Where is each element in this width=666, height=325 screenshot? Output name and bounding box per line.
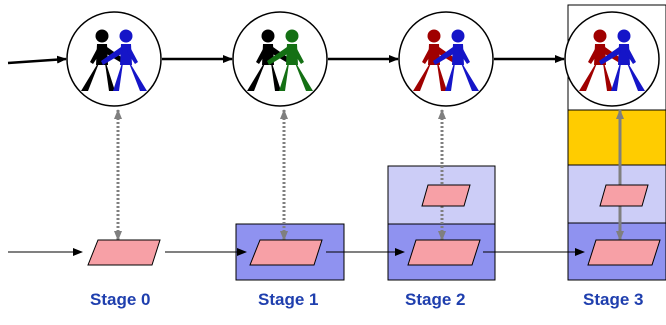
stage-label-0: Stage 0: [90, 290, 151, 309]
stage3-box-yellow: [567, 109, 666, 166]
stage3-upper-data-shape: [599, 184, 649, 207]
stage2-handshake-icon: [398, 11, 494, 107]
stage2-data-shape: [407, 239, 481, 266]
stage1-data-shape: [249, 239, 323, 266]
stage0-handshake-icon: [66, 11, 162, 107]
stage-label-3: Stage 3: [583, 290, 644, 309]
stage-label-2: Stage 2: [405, 290, 466, 309]
stage0-data-shape: [87, 239, 161, 266]
stage3-handshake-icon: [564, 11, 660, 107]
stage3-data-shape: [587, 239, 661, 266]
stage1-handshake-icon: [232, 11, 328, 107]
input-arrow-top: [7, 55, 67, 65]
stage2-upper-data-shape: [421, 184, 471, 207]
stage-label-1: Stage 1: [258, 290, 319, 309]
